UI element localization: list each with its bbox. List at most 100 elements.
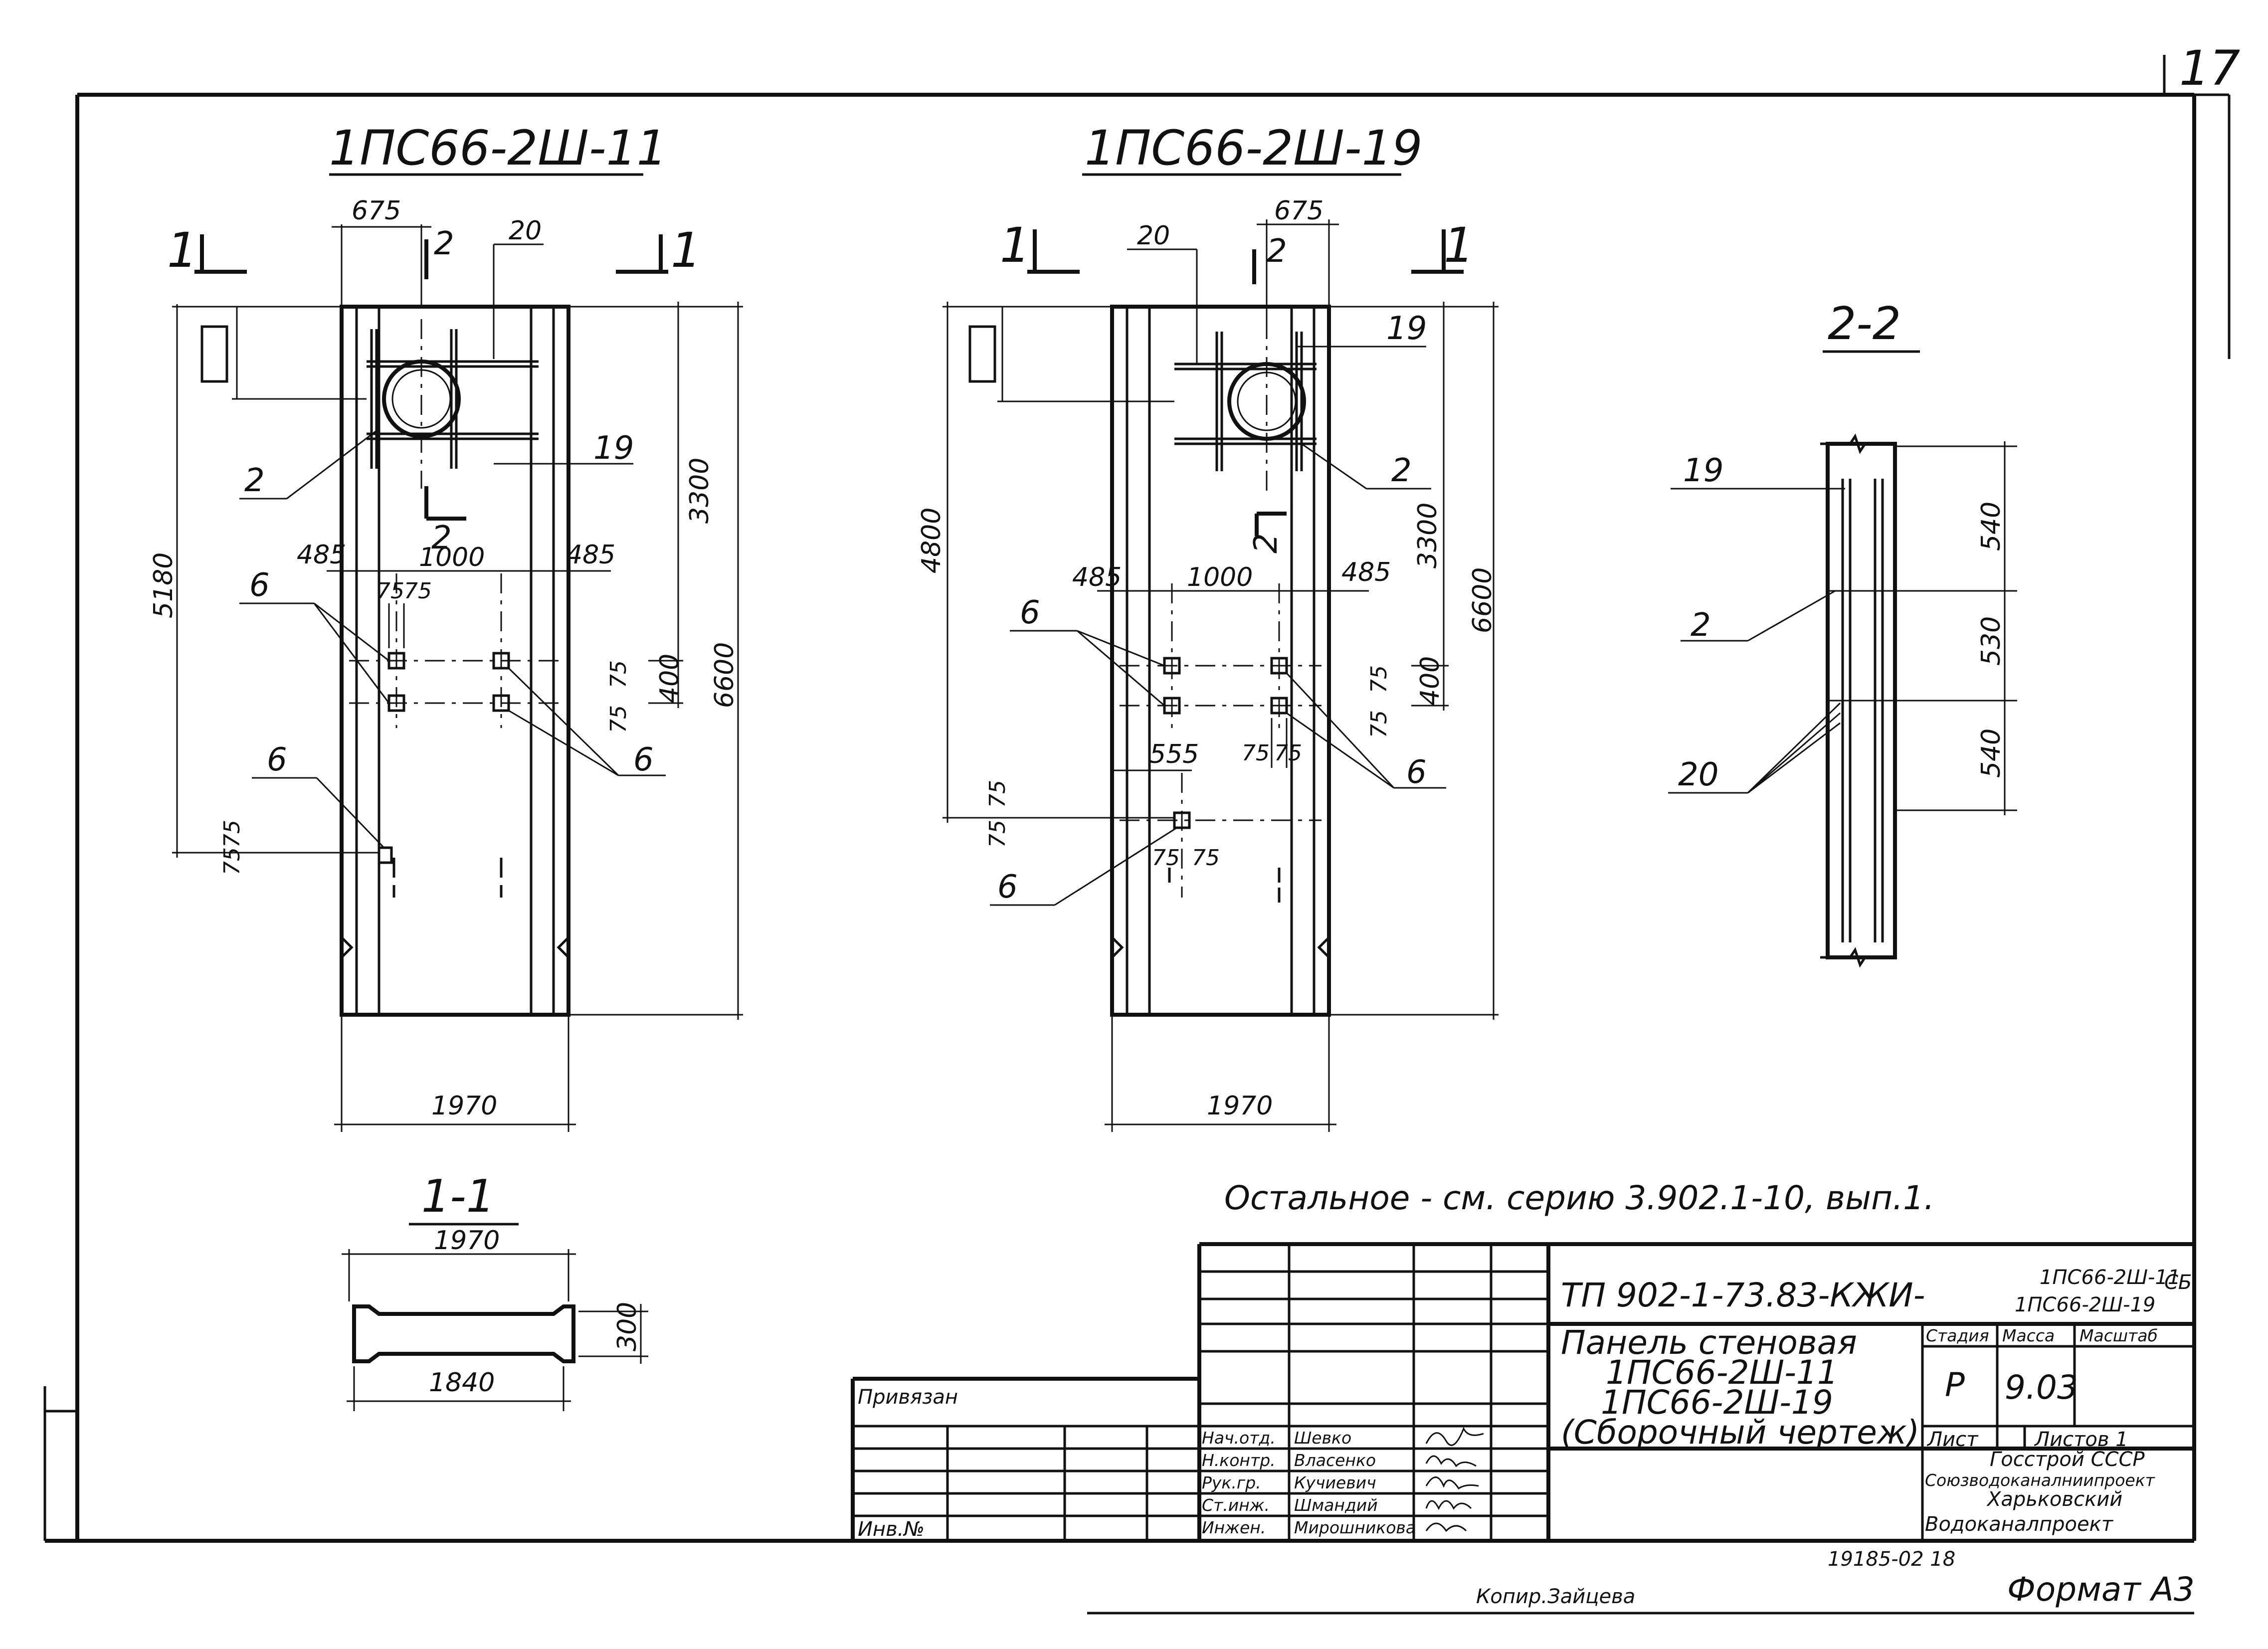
org-line-1: Госстрой СССР <box>1990 1448 2145 1471</box>
role-2-name: Власенко <box>1294 1451 1376 1470</box>
section-mark-11-left: 1 <box>167 222 197 278</box>
dim-485b-11: 485 <box>566 540 615 570</box>
label-6b-11: 6 <box>633 741 654 778</box>
dim-300-11-section: 300 <box>612 1302 642 1351</box>
footer-format: Формат А3 <box>2007 1570 2195 1609</box>
label-6a-19: 6 <box>1020 594 1040 631</box>
dim-5180-11: 5180 <box>149 552 179 618</box>
org-line-3: Харьковский <box>1986 1488 2122 1511</box>
dim-1840-11-section: 1840 <box>429 1368 495 1398</box>
section-11-title: 1-1 <box>421 1170 495 1223</box>
dim-400-11: 400 <box>655 654 685 703</box>
dim-1970-11-section: 1970 <box>434 1226 500 1256</box>
stage-value: Р <box>1945 1366 1965 1404</box>
dim-75b-19: 75 <box>1366 710 1392 738</box>
dim-675-11: 675 <box>352 196 401 226</box>
name-line-2: 1ПС66-2Ш-11 <box>1606 1353 1838 1392</box>
signature-4 <box>1425 1500 1472 1510</box>
privyazan-label: Привязан <box>858 1386 958 1409</box>
dim-75e-19: 75 <box>985 780 1010 808</box>
dim-75g-19: 75 <box>1152 845 1180 871</box>
dim-400-19: 400 <box>1415 656 1445 706</box>
panel-view-11: 1ПС66-2Ш-11 1 1 <box>149 120 743 1132</box>
sheets-label: Листов 1 <box>2034 1428 2128 1451</box>
cut-mark-11-top: 2 <box>434 225 454 262</box>
label-19-19: 19 <box>1386 310 1427 347</box>
label-19-22: 19 <box>1683 452 1723 489</box>
name-line-4: (Сборочный чертеж) <box>1561 1413 1919 1452</box>
doc-code: ТП 902-1-73.83-КЖИ- <box>1561 1276 1925 1314</box>
label-19-11: 19 <box>593 430 634 467</box>
dim-1970-11: 1970 <box>431 1091 497 1121</box>
signature-5 <box>1425 1522 1467 1532</box>
dim-2-11-lower: 2 <box>431 520 452 556</box>
dim-530-22: 530 <box>1976 616 2006 666</box>
section-2-2: 2-2 540 530 540 19 2 20 <box>1668 298 2017 968</box>
doc-code-item-1: 1ПС66-2Ш-11 <box>2040 1266 2180 1289</box>
footer-copier: Копир.Зайцева <box>1476 1585 1635 1608</box>
section-1-1: 1-1 1970 300 1840 <box>342 1170 648 1411</box>
dim-1000-19: 1000 <box>1187 562 1253 592</box>
dim-3300-19: 3300 <box>1413 503 1443 568</box>
role-3-name: Кучиевич <box>1294 1473 1376 1492</box>
inv-label: Инв.№ <box>858 1518 925 1541</box>
section-22-title: 2-2 <box>1828 298 1901 350</box>
dim-540b-22: 540 <box>1976 729 2006 778</box>
role-2: Н.контр. <box>1202 1451 1276 1470</box>
label-2-22: 2 <box>1691 607 1711 644</box>
sheet-label: Лист <box>1926 1428 1979 1451</box>
dim-540a-22: 540 <box>1976 502 2006 551</box>
org-line-2: Союзводоканалниипроект <box>1925 1470 2156 1490</box>
label-6c-19: 6 <box>997 869 1018 906</box>
dim-2-19-lower: 2 <box>1248 533 1285 553</box>
label-6b-19: 6 <box>1406 754 1427 791</box>
role-5-name: Мирошникова <box>1294 1518 1416 1537</box>
label-6c-11: 6 <box>267 741 287 778</box>
dim-555-19: 555 <box>1149 739 1199 769</box>
role-1-name: Шевко <box>1294 1428 1351 1448</box>
doc-code-suffix: СБ <box>2164 1271 2192 1294</box>
dim-20-11: 20 <box>509 216 542 246</box>
name-line-3: 1ПС66-2Ш-19 <box>1601 1383 1833 1422</box>
footer-number: 19185-02 18 <box>1828 1548 1955 1571</box>
dim-20-19: 20 <box>1137 221 1170 251</box>
signature-2 <box>1425 1455 1477 1467</box>
role-3: Рук.гр. <box>1202 1473 1261 1492</box>
dim-6600-11: 6600 <box>710 642 740 708</box>
signature-3 <box>1425 1476 1479 1490</box>
label-6a-11: 6 <box>249 567 270 604</box>
dim-75d-11: 75 <box>606 705 631 733</box>
label-20-22: 20 <box>1678 756 1718 793</box>
label-2-11: 2 <box>244 462 265 499</box>
dim-485a-19: 485 <box>1072 562 1122 592</box>
section-mark-19-left: 1 <box>1000 217 1030 273</box>
sheet-number: 17 <box>2179 40 2240 96</box>
scale-header: Масштаб <box>2079 1326 2158 1345</box>
mass-header: Масса <box>2002 1326 2055 1345</box>
section-mark-19-right: 1 <box>1444 217 1474 273</box>
label-2-19: 2 <box>1391 452 1412 489</box>
cut-mark-19-top: 2 <box>1267 233 1287 270</box>
signature-1 <box>1425 1427 1484 1446</box>
view-title-19: 1ПС66-2Ш-19 <box>1085 120 1423 176</box>
section-mark-11-right: 1 <box>671 222 701 278</box>
role-1: Нач.отд. <box>1202 1428 1276 1448</box>
dim-3300-11: 3300 <box>685 458 715 524</box>
dim-75h-19: 75 <box>1192 845 1220 871</box>
org-line-4: Водоканалпроект <box>1925 1513 2114 1536</box>
title-block: ТП 902-1-73.83-КЖИ- 1ПС66-2Ш-11 1ПС66-2Ш… <box>851 1242 2194 1541</box>
dim-4800-19: 4800 <box>917 508 946 573</box>
dim-75c-19: 75 <box>1242 740 1270 766</box>
dim-6600-19: 6600 <box>1468 567 1498 633</box>
dim-75a-19: 75 <box>1366 665 1392 693</box>
dim-75e-11: 75 <box>219 820 245 848</box>
dim-75f-19: 75 <box>985 820 1010 848</box>
view-title-11: 1ПС66-2Ш-11 <box>329 120 667 176</box>
sheet-frame <box>43 55 2231 1543</box>
panel-view-19: 1ПС66-2Ш-19 1 1 <box>917 120 1499 1132</box>
dim-1000-11: 1000 <box>419 543 485 572</box>
general-note: Остальное - см. серию 3.902.1-10, вып.1. <box>1224 1179 1934 1217</box>
role-4-name: Шмандий <box>1294 1495 1378 1515</box>
role-5: Инжен. <box>1202 1518 1266 1537</box>
